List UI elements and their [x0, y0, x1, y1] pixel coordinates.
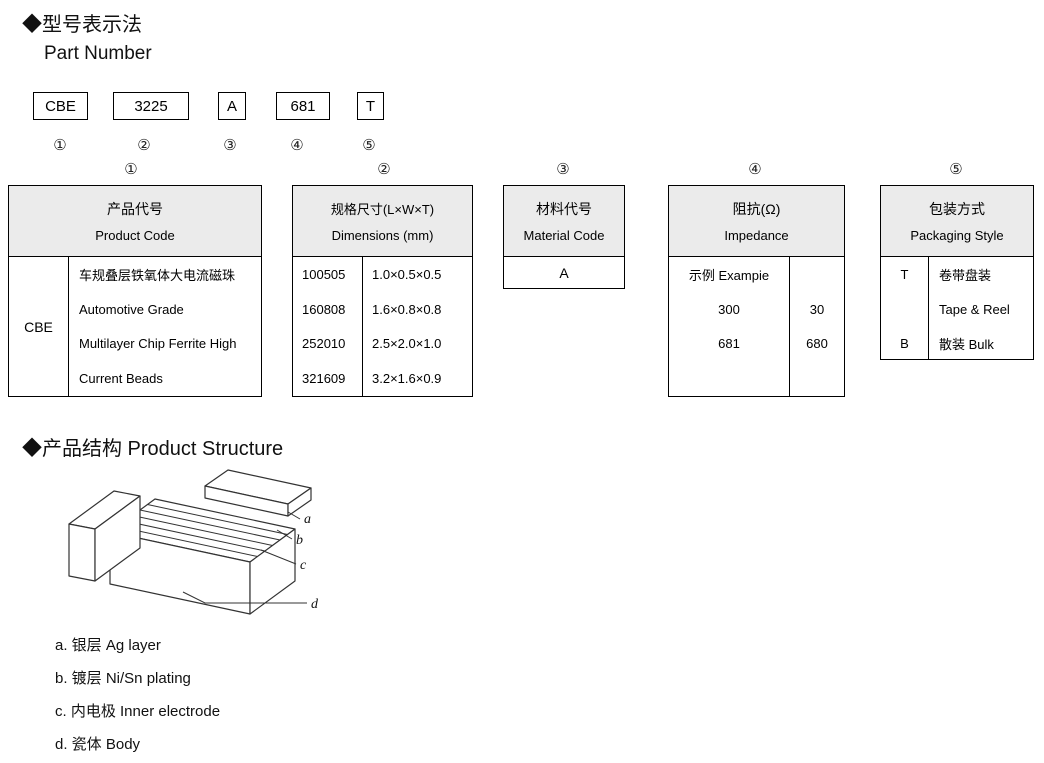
table-cell: 1.0×0.5×0.5	[372, 266, 442, 282]
legend-ni-sn-plating: b. 镀层 Ni/Sn plating	[55, 670, 191, 687]
table-cell: 680	[806, 336, 828, 352]
header-en: Dimensions (mm)	[331, 227, 434, 243]
packaging-table-body: T B 卷带盘装 Tape & Reel 散装 Bulk	[881, 257, 1033, 359]
legend-body: d. 瓷体 Body	[55, 736, 141, 753]
packaging-table-header: 包装方式 Packaging Style	[881, 186, 1033, 257]
dimensions-table: 规格尺寸(L×W×T) Dimensions (mm) 100505 16080…	[292, 185, 473, 397]
table-cell: T	[900, 266, 909, 282]
product-code-table: 产品代号 Product Code CBE 车规叠层铁氧体大电流磁珠 Autom…	[8, 185, 262, 397]
table-cell: 681	[718, 336, 740, 352]
table-cell: 321609	[302, 371, 346, 387]
header-en: Impedance	[724, 228, 789, 243]
dimensions-table-body: 100505 160808 252010 321609 1.0×0.5×0.5 …	[293, 257, 472, 396]
table-cell: B	[900, 336, 909, 352]
table3-index: ③	[556, 161, 570, 178]
end-cap-front-face	[68, 523, 96, 582]
table-cell: 1.6×0.8×0.8	[372, 301, 442, 317]
header-zh: 产品代号	[107, 201, 163, 217]
table-cell: 300	[718, 301, 740, 317]
header-en: Product Code	[95, 228, 175, 243]
table-cell	[881, 292, 928, 327]
table-cell: 160808	[302, 301, 346, 317]
impedance-table-header: 阻抗(Ω) Impedance	[669, 186, 844, 257]
section2-title: ◆产品结构 Product Structure	[22, 438, 284, 460]
material-code-table: 材料代号 Material Code A	[503, 185, 625, 289]
circled-index-3: ③	[223, 137, 237, 154]
header-zh: 阻抗(Ω)	[732, 201, 781, 217]
part-number-box-packaging: T	[357, 92, 384, 120]
circled-index-4: ④	[290, 137, 304, 154]
product-code-table-body: CBE 车规叠层铁氧体大电流磁珠 Automotive Grade Multil…	[9, 257, 261, 396]
legend-inner-electrode: c. 内电极 Inner electrode	[55, 703, 221, 720]
table-cell: 散装 Bulk	[939, 337, 994, 353]
circled-index-1: ①	[53, 137, 67, 154]
material-code-value: A	[559, 264, 569, 281]
material-code-table-header: 材料代号 Material Code	[504, 186, 624, 257]
description-line: Current Beads	[79, 371, 163, 387]
packaging-table: 包装方式 Packaging Style T B 卷带盘装 Tape & Ree…	[880, 185, 1034, 360]
product-code-table-header: 产品代号 Product Code	[9, 186, 261, 257]
product-code-description: 车规叠层铁氧体大电流磁珠 Automotive Grade Multilayer…	[69, 257, 261, 396]
dimensions-size-column: 1.0×0.5×0.5 1.6×0.8×0.8 2.5×2.0×1.0 3.2×…	[363, 257, 472, 396]
dimensions-table-header: 规格尺寸(L×W×T) Dimensions (mm)	[293, 186, 472, 257]
circled-index-5: ⑤	[362, 137, 376, 154]
table2-index: ②	[377, 161, 391, 178]
label-a: a	[304, 512, 311, 527]
header-zh: 材料代号	[536, 201, 592, 217]
product-code-value: CBE	[9, 257, 69, 396]
table-cell: 30	[809, 301, 825, 317]
impedance-table: 阻抗(Ω) Impedance 示例 Exampie 300 681 30 68…	[668, 185, 845, 397]
dimensions-code-column: 100505 160808 252010 321609	[293, 257, 363, 396]
table-cell	[790, 257, 844, 292]
table-cell: 252010	[302, 336, 346, 352]
impedance-left-column: 示例 Exampie 300 681	[669, 257, 790, 396]
product-structure-diagram: a b c d	[68, 469, 319, 615]
table-cell: 2.5×2.0×1.0	[372, 336, 442, 352]
legend-ag-layer: a. 银层 Ag layer	[55, 637, 161, 654]
table-cell: 100505	[302, 266, 346, 282]
table-cell: Tape & Reel	[939, 301, 1010, 317]
section1-title-en: Part Number	[44, 43, 152, 64]
table-cell: 示例 Exampie	[688, 267, 770, 283]
table-cell: 卷带盘装	[939, 267, 992, 283]
header-zh: 规格尺寸(L×W×T)	[330, 202, 435, 218]
description-line: 车规叠层铁氧体大电流磁珠	[79, 267, 236, 283]
impedance-right-column: 30 680	[790, 257, 844, 396]
label-b: b	[296, 533, 303, 548]
table1-index: ①	[124, 161, 138, 178]
circled-index-2: ②	[137, 137, 151, 154]
table4-index: ④	[748, 161, 762, 178]
label-c: c	[300, 558, 307, 573]
part-number-box-impedance: 681	[276, 92, 330, 120]
end-cap-right-face	[94, 495, 141, 582]
packaging-label-column: 卷带盘装 Tape & Reel 散装 Bulk	[929, 257, 1033, 359]
header-en: Material Code	[523, 228, 605, 243]
inner-electrode-layers	[117, 504, 288, 557]
part-number-box-material: A	[218, 92, 246, 120]
leader-lines	[182, 511, 307, 604]
section1-title-zh: ◆型号表示法	[22, 14, 142, 36]
packaging-code-column: T B	[881, 257, 929, 359]
part-number-box-dimensions: 3225	[113, 92, 189, 120]
impedance-table-body: 示例 Exampie 300 681 30 680	[669, 257, 844, 396]
description-line: Automotive Grade	[79, 301, 184, 317]
part-number-box-product-code: CBE	[33, 92, 88, 120]
label-d: d	[311, 597, 319, 612]
description-line: Multilayer Chip Ferrite High	[79, 336, 237, 352]
table-cell: 3.2×1.6×0.9	[372, 371, 442, 387]
header-en: Packaging Style	[910, 228, 1004, 243]
header-zh: 包装方式	[929, 201, 985, 217]
table5-index: ⑤	[949, 161, 963, 178]
